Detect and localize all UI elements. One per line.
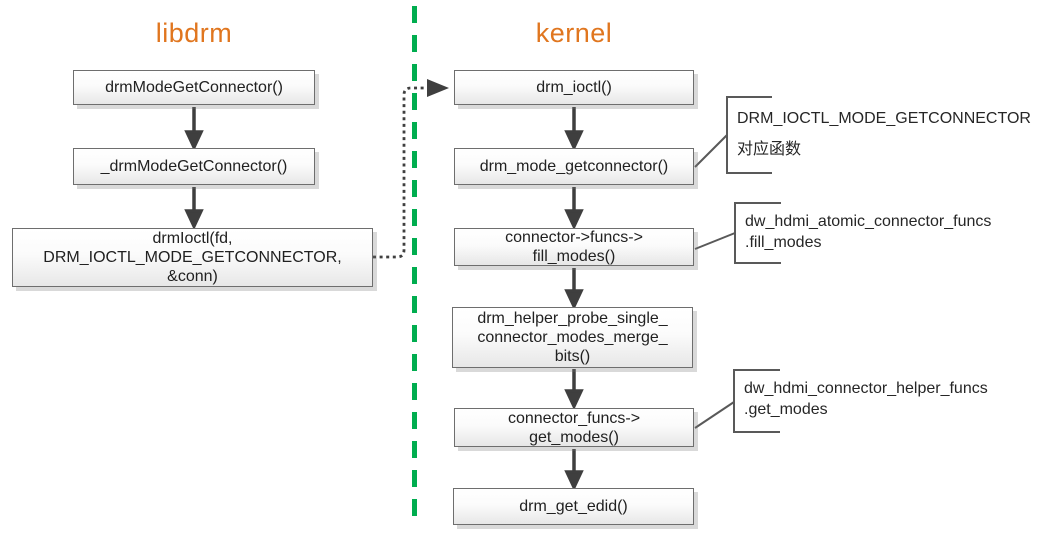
arrow-head xyxy=(564,209,584,231)
node-drm-helper-probe-single: drm_helper_probe_single_ connector_modes… xyxy=(452,307,693,368)
callout-bracket xyxy=(733,369,780,433)
node-drm-get-edid: drm_get_edid() xyxy=(453,488,694,525)
annotation-get-modes-impl: dw_hdmi_connector_helper_funcs .get_mode… xyxy=(744,380,988,418)
callout-bracket-fill-modes xyxy=(694,202,781,264)
libdrm-column-title: libdrm xyxy=(155,18,233,48)
callout-bracket-get-modes xyxy=(694,369,780,433)
arrow-head xyxy=(184,130,204,152)
callout-leader-line xyxy=(694,232,736,250)
callout-bracket-getconnector xyxy=(694,96,772,174)
node-connector-funcs-get-modes: connector_funcs-> get_modes() xyxy=(454,408,694,447)
dotted-connector-path xyxy=(373,86,426,259)
callout-leader-line xyxy=(694,134,728,168)
annotation-fill-modes-impl: dw_hdmi_atomic_connector_funcs .fill_mod… xyxy=(745,213,992,251)
arrow-head xyxy=(564,470,584,492)
annotation-getconnector-corresponding-function: DRM_IOCTL_MODE_GETCONNECTOR 对应函数 xyxy=(737,110,1031,158)
kernel-column-title: kernel xyxy=(535,18,613,48)
node-drmmodegetconnector: drmModeGetConnector() xyxy=(73,70,315,105)
node-drmioctl: drmIoctl(fd, DRM_IOCTL_MODE_GETCONNECTOR… xyxy=(12,228,373,287)
kernel-flow-arrows xyxy=(564,107,584,492)
arrow-head xyxy=(184,209,204,231)
ioctl-dotted-connector xyxy=(373,79,449,259)
dotted-connector-arrow-head xyxy=(427,79,449,97)
node-connector-funcs-fill-modes: connector->funcs-> fill_modes() xyxy=(454,228,694,266)
arrow-head xyxy=(564,289,584,311)
node-drm-mode-getconnector: drm_mode_getconnector() xyxy=(454,148,694,185)
node-underscore-drmmodegetconnector: _drmModeGetConnector() xyxy=(73,148,315,185)
node-drm-ioctl: drm_ioctl() xyxy=(454,70,694,105)
libdrm-flow-arrows xyxy=(184,107,204,231)
callout-leader-line xyxy=(694,401,735,429)
arrow-head xyxy=(564,130,584,152)
arrow-head xyxy=(564,389,584,411)
